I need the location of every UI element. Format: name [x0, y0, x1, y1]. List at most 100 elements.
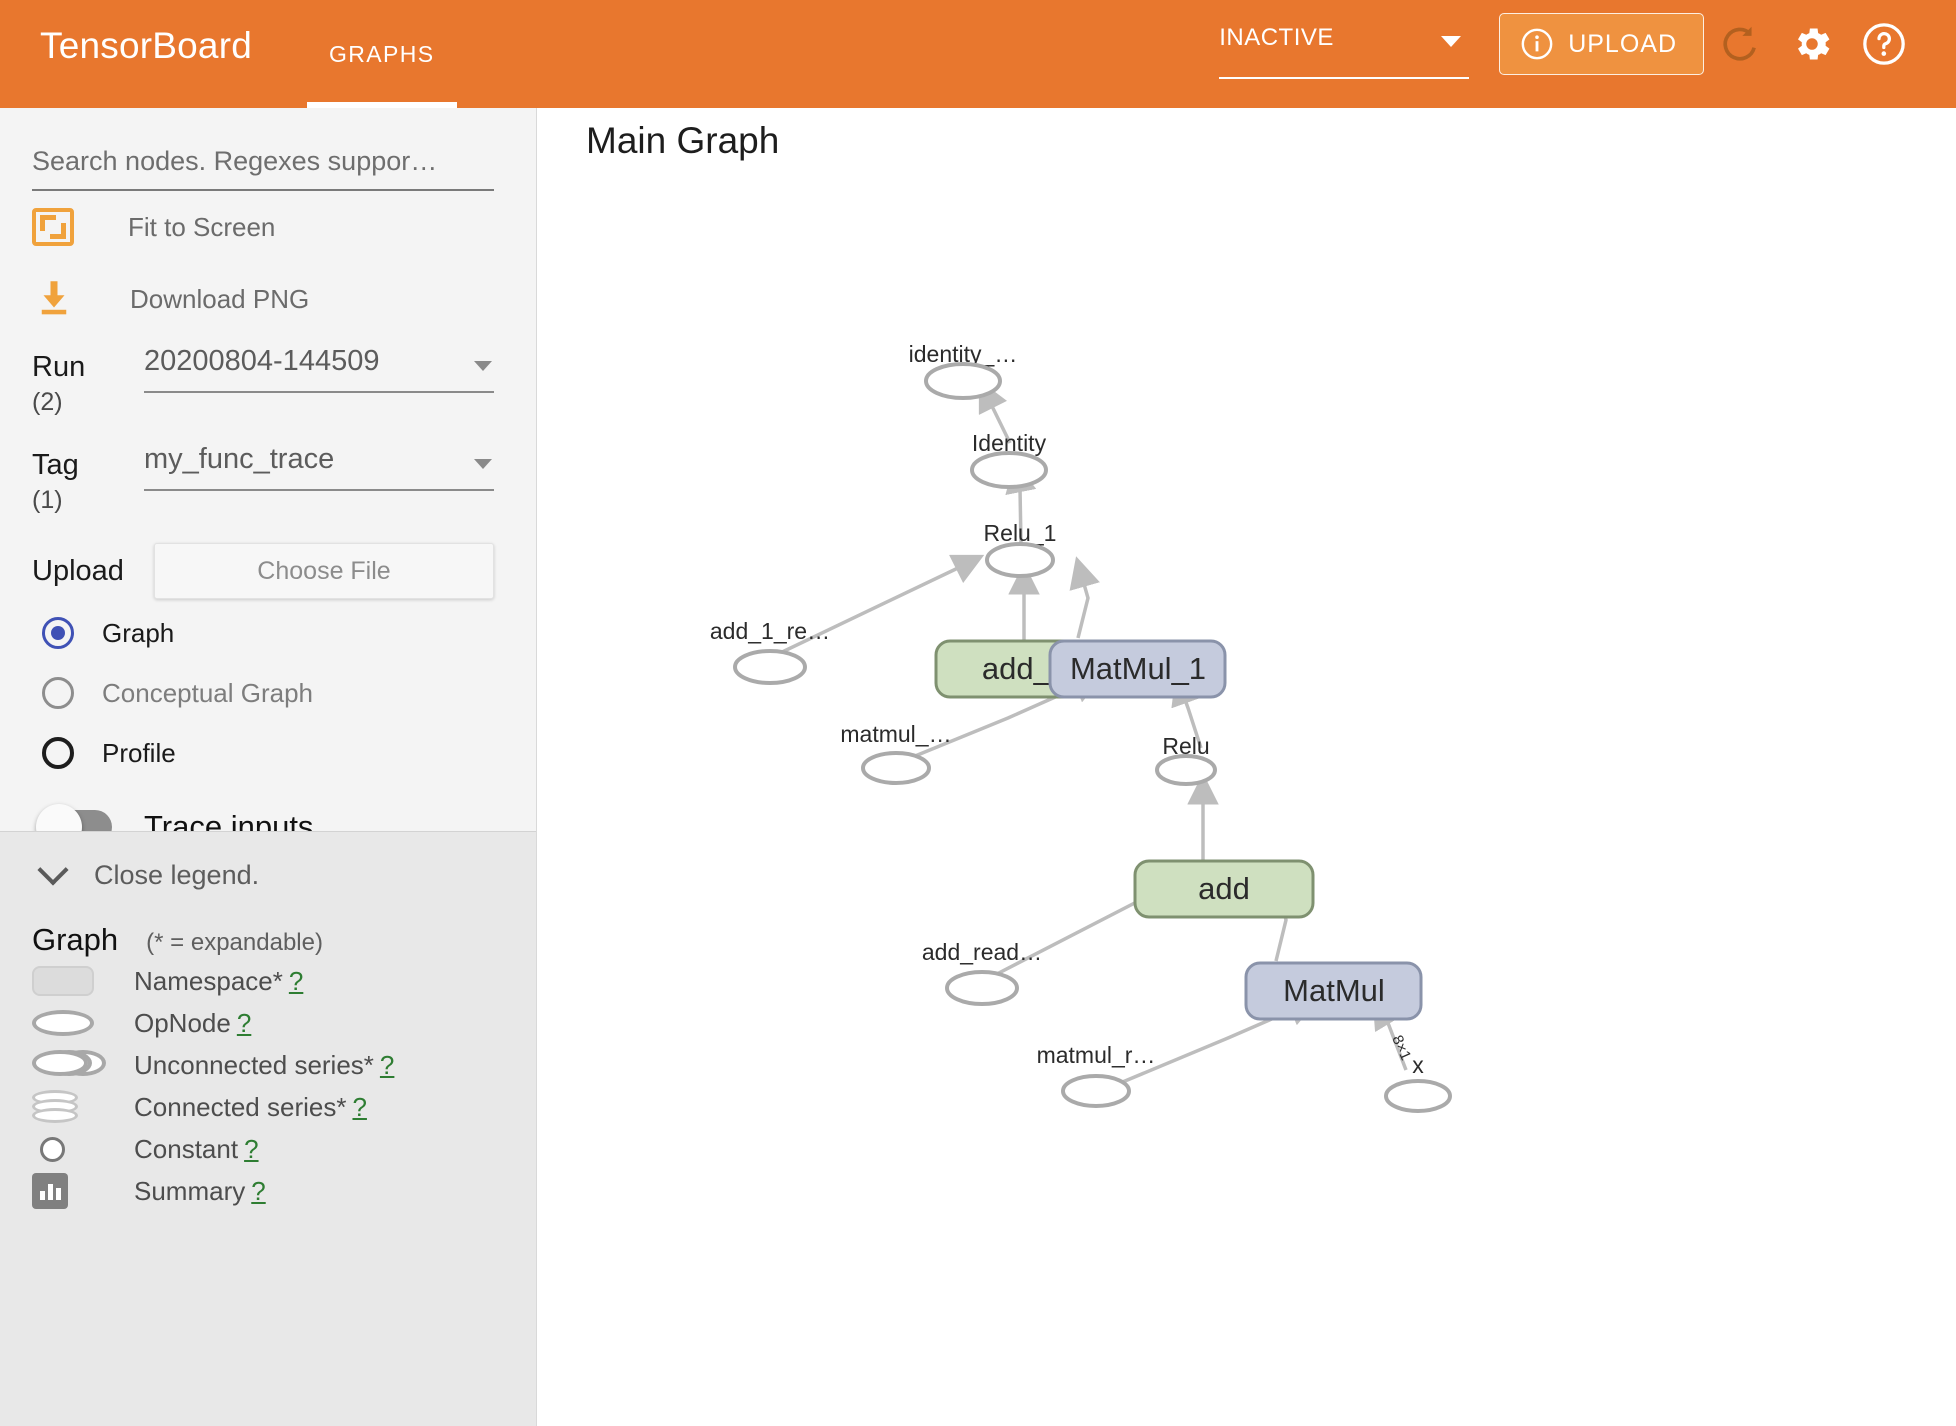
- node-matmul[interactable]: MatMul: [1244, 961, 1423, 1021]
- node-add-read[interactable]: add_read…: [922, 939, 1042, 1006]
- run-status-dropdown[interactable]: INACTIVE: [1219, 16, 1470, 79]
- legend-item-unconnected-series-label: Unconnected series*: [134, 1049, 374, 1080]
- legend-title: Graph: [32, 922, 119, 957]
- edge-matmul1-to-add1: [1069, 556, 1100, 639]
- run-count: (2): [32, 388, 63, 416]
- radio-conceptual-graph-label: Conceptual Graph: [102, 677, 314, 708]
- node-relu[interactable]: Relu: [1155, 733, 1217, 786]
- radio-profile-indicator: [42, 737, 74, 769]
- top-bar-actions: INACTIVE UPLOAD: [1219, 0, 1956, 88]
- legend-item-unconnected-series-help[interactable]: ?: [379, 1049, 395, 1080]
- choose-file-button[interactable]: Choose File: [154, 543, 494, 599]
- download-icon: [32, 276, 76, 323]
- tag-select[interactable]: my_func_trace: [144, 443, 494, 499]
- node-matmul-read-1[interactable]: matmul_…: [840, 721, 952, 785]
- upload-button-label: UPLOAD: [1568, 29, 1677, 58]
- gear-icon[interactable]: [1776, 8, 1848, 80]
- tag-count: (1): [32, 486, 63, 514]
- nav-tabs: GRAPHS: [307, 0, 457, 108]
- summary-swatch-icon: [32, 1173, 112, 1209]
- node-identity[interactable]: Identity: [970, 430, 1048, 489]
- legend-item-namespace: Namespace*?: [0, 962, 536, 1000]
- download-png-label: Download PNG: [130, 283, 310, 314]
- legend-item-opnode: OpNode?: [0, 1004, 536, 1042]
- legend-item-summary-help[interactable]: ?: [251, 1175, 266, 1206]
- unconnected-series-swatch-icon: [32, 1050, 112, 1080]
- legend-item-unconnected-series: Unconnected series*?: [0, 1046, 536, 1084]
- run-select-value: 20200804-144509: [144, 345, 380, 377]
- legend-item-constant-help[interactable]: ?: [244, 1133, 259, 1164]
- opnode-ellipse: [970, 451, 1048, 489]
- opnode-ellipse: [1384, 1079, 1452, 1113]
- constant-swatch-icon: [32, 1136, 112, 1162]
- legend-item-summary-label: Summary: [134, 1175, 246, 1206]
- node-add-read-label: add_read…: [922, 939, 1042, 965]
- sidebar: Fit to Screen Download PNG Run (2) 20200…: [0, 108, 537, 1426]
- run-select[interactable]: 20200804-144509: [144, 345, 494, 401]
- node-add-1-read-label: add_1_re…: [710, 618, 830, 644]
- legend-item-connected-series-label: Connected series*: [134, 1091, 347, 1122]
- radio-graph[interactable]: Graph: [0, 607, 536, 659]
- page-title: Main Graph: [586, 120, 780, 161]
- node-identity-out[interactable]: identity_…: [909, 341, 1018, 400]
- legend-item-connected-series-help[interactable]: ?: [352, 1091, 367, 1122]
- connected-series-swatch-icon: [32, 1090, 112, 1124]
- tab-graphs[interactable]: GRAPHS: [307, 0, 457, 108]
- graph-nodes: identity_… Identity Relu_1 add_1 add_1_r…: [710, 341, 1452, 1113]
- radio-conceptual-graph[interactable]: Conceptual Graph: [0, 667, 536, 719]
- legend-toggle-button[interactable]: Close legend.: [0, 832, 536, 918]
- legend-item-constant-label: Constant: [134, 1133, 239, 1164]
- radio-profile-label: Profile: [102, 737, 176, 768]
- node-add-label: add: [1198, 871, 1250, 906]
- help-circle-icon[interactable]: [1848, 8, 1920, 80]
- opnode-ellipse: [924, 362, 1002, 400]
- refresh-icon[interactable]: [1704, 8, 1776, 80]
- info-circle-icon: [1521, 28, 1553, 60]
- opnode-ellipse: [1155, 754, 1217, 786]
- legend-item-opnode-help[interactable]: ?: [236, 1007, 252, 1038]
- legend-item-namespace-help[interactable]: ?: [288, 965, 304, 996]
- upload-button[interactable]: UPLOAD: [1499, 13, 1704, 75]
- edge-add1read-to-add1: [777, 554, 985, 656]
- search-input[interactable]: [32, 142, 494, 191]
- legend-toggle-label: Close legend.: [94, 859, 260, 890]
- radio-graph-label: Graph: [102, 617, 175, 648]
- node-matmul-1-box: [1048, 639, 1227, 699]
- tag-field: Tag (1) my_func_trace: [0, 443, 536, 515]
- run-label: Run: [32, 351, 86, 383]
- run-field: Run (2) 20200804-144509: [0, 345, 536, 417]
- legend-item-opnode-label: OpNode: [134, 1007, 231, 1038]
- radio-graph-indicator: [42, 617, 74, 649]
- select-underline: [144, 391, 494, 393]
- node-matmul-read[interactable]: matmul_r…: [1037, 1042, 1156, 1108]
- search-field-wrapper: [0, 108, 536, 191]
- download-png-button[interactable]: Download PNG: [0, 263, 536, 335]
- opnode-ellipse: [985, 542, 1055, 578]
- chevron-down-icon: [1441, 36, 1462, 47]
- node-relu-1[interactable]: Relu_1: [984, 520, 1057, 578]
- legend-item-connected-series: Connected series*?: [0, 1088, 536, 1126]
- opnode-ellipse: [861, 751, 931, 785]
- node-matmul-label: MatMul: [1283, 973, 1385, 1008]
- radio-profile[interactable]: Profile: [0, 727, 536, 779]
- node-add-1-read[interactable]: add_1_re…: [710, 618, 830, 685]
- chevron-down-icon: [37, 854, 69, 886]
- node-x[interactable]: x: [1384, 1052, 1452, 1113]
- node-matmul-read-1-label: matmul_…: [840, 721, 951, 747]
- node-add[interactable]: add: [1133, 859, 1315, 919]
- tag-label: Tag: [32, 449, 79, 481]
- app-brand-title: TensorBoard: [40, 25, 252, 66]
- graph-canvas[interactable]: Main Graph 8×1 identity_…: [538, 108, 1956, 1426]
- legend-item-namespace-label: Namespace*: [134, 965, 283, 996]
- node-x-label: x: [1412, 1052, 1424, 1078]
- top-app-bar: TensorBoard GRAPHS INACTIVE UPLOAD: [0, 0, 1956, 108]
- node-matmul-1[interactable]: MatMul_1: [1048, 639, 1227, 699]
- legend-item-summary: Summary?: [0, 1172, 536, 1210]
- legend-panel: Close legend. Graph (* = expandable) Nam…: [0, 831, 536, 1426]
- fit-to-screen-button[interactable]: Fit to Screen: [0, 191, 536, 263]
- opnode-ellipse: [733, 649, 807, 685]
- tag-select-value: my_func_trace: [144, 443, 335, 475]
- node-relu-1-label: Relu_1: [984, 520, 1057, 546]
- run-status-value: INACTIVE: [1219, 24, 1334, 51]
- upload-field: Upload Choose File: [0, 543, 536, 599]
